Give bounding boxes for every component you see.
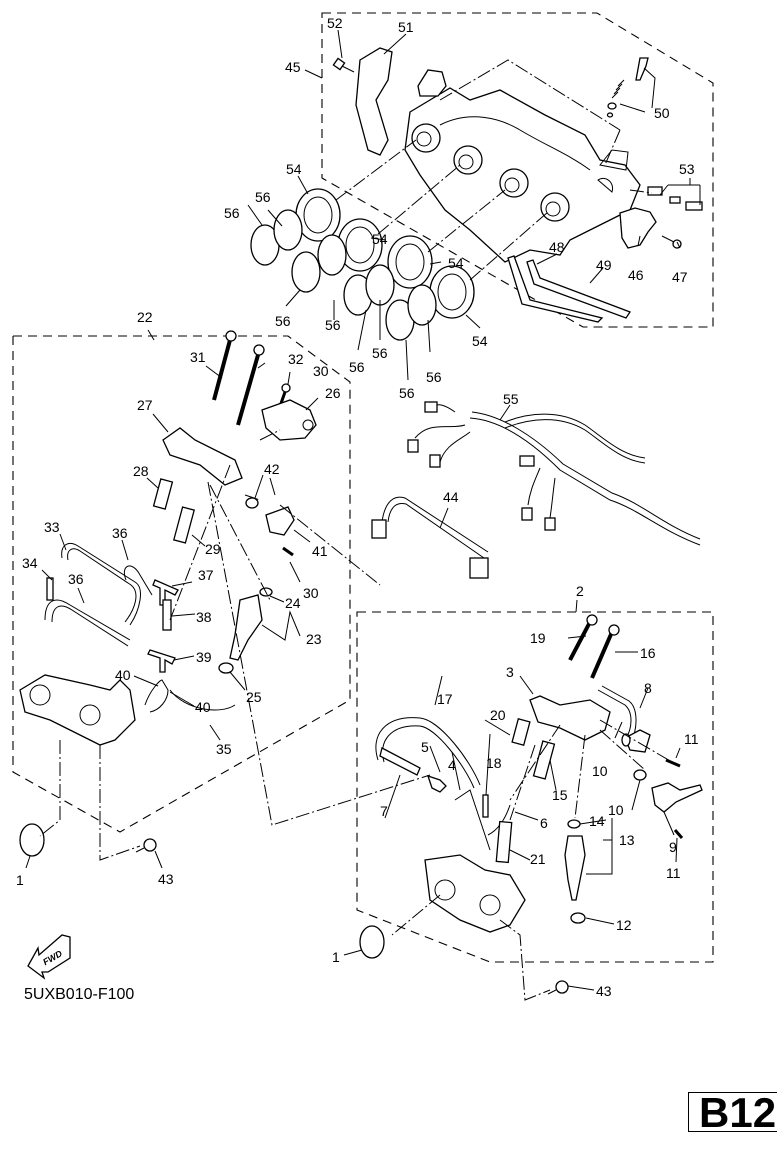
callout-1: 1: [16, 872, 24, 888]
callout-56: 56: [255, 189, 271, 205]
callout-54: 54: [472, 333, 488, 349]
callout-10: 10: [608, 802, 624, 818]
callout-53: 53: [679, 161, 695, 177]
callout-41: 41: [312, 543, 328, 559]
callout-labels: 52 51 45 50 53 46 47 48 49 54 54 54 54 5…: [16, 15, 699, 999]
callout-18: 18: [486, 755, 502, 771]
part-46-throttle-position-sensor: [619, 207, 657, 249]
callout-25: 25: [246, 689, 262, 705]
callout-52: 52: [327, 15, 343, 31]
callout-1: 1: [332, 949, 340, 965]
callout-43: 43: [596, 983, 612, 999]
callout-28: 28: [133, 463, 149, 479]
callout-30: 30: [303, 585, 319, 601]
callout-27: 27: [137, 397, 153, 413]
callout-38: 38: [196, 609, 212, 625]
callout-56: 56: [224, 205, 240, 221]
group-2-boundary: [356, 611, 714, 963]
part-47-screw: [661, 235, 682, 249]
callout-32: 32: [288, 351, 304, 367]
callout-56: 56: [275, 313, 291, 329]
callout-42: 42: [264, 461, 280, 477]
callout-16: 16: [640, 645, 656, 661]
part-53-spring-set: [647, 186, 703, 211]
callout-43: 43: [158, 871, 174, 887]
part-44-fuel-hose: [371, 496, 489, 579]
callout-3: 3: [506, 664, 514, 680]
callout-56: 56: [426, 369, 442, 385]
callout-4: 4: [448, 757, 456, 773]
group-22-boundary: [12, 335, 351, 833]
callout-21: 21: [530, 851, 546, 867]
callout-26: 26: [325, 385, 341, 401]
callout-48: 48: [549, 239, 565, 255]
callout-56: 56: [372, 345, 388, 361]
callout-23: 23: [306, 631, 322, 647]
callout-33: 33: [44, 519, 60, 535]
callout-13: 13: [619, 832, 635, 848]
part-52-bolt: [332, 57, 355, 73]
callout-49: 49: [596, 257, 612, 273]
callout-56: 56: [325, 317, 341, 333]
callout-30: 30: [313, 363, 329, 379]
part-48-hose: [507, 255, 604, 323]
callout-54: 54: [286, 161, 302, 177]
callout-44: 44: [443, 489, 459, 505]
callout-29: 29: [205, 541, 221, 557]
callout-36: 36: [112, 525, 128, 541]
fwd-arrow-icon: FWD: [27, 934, 71, 980]
page-badge: B12: [688, 1089, 777, 1136]
group-2-parts: [359, 614, 703, 995]
callout-19: 19: [530, 630, 546, 646]
callout-20: 20: [490, 707, 506, 723]
part-56-clamp-set: [250, 209, 437, 341]
callout-56: 56: [349, 359, 365, 375]
leader-lines: [25, 29, 701, 991]
callout-12: 12: [616, 917, 632, 933]
callout-54: 54: [448, 255, 464, 271]
callout-15: 15: [552, 787, 568, 803]
part-49-hose: [526, 259, 631, 319]
part-50-screw-set: [606, 57, 649, 118]
callout-5: 5: [421, 739, 429, 755]
callout-9: 9: [669, 839, 677, 855]
assembly-lines: [39, 59, 673, 1001]
group-22-parts: [19, 330, 317, 857]
callout-47: 47: [672, 269, 688, 285]
group-45-boundary: [321, 12, 714, 328]
callout-34: 34: [22, 555, 38, 571]
page-badge-text: B12: [699, 1089, 777, 1136]
callout-6: 6: [540, 815, 548, 831]
callout-50: 50: [654, 105, 670, 121]
callout-37: 37: [198, 567, 214, 583]
callout-55: 55: [503, 391, 519, 407]
part-51-bracket: [355, 47, 393, 156]
diagram-code: 5UXB010-F100: [24, 986, 135, 1003]
callout-40: 40: [115, 667, 131, 683]
callout-31: 31: [190, 349, 206, 365]
throttle-body-assembly: [404, 69, 641, 263]
callout-39: 39: [196, 649, 212, 665]
callout-40: 40: [195, 699, 211, 715]
callout-11: 11: [666, 865, 681, 881]
callout-45: 45: [285, 59, 301, 75]
callout-7: 7: [380, 803, 388, 819]
callout-22: 22: [137, 309, 153, 325]
callout-35: 35: [216, 741, 232, 757]
callout-11: 11: [684, 731, 699, 747]
callout-8: 8: [644, 680, 652, 696]
callout-46: 46: [628, 267, 644, 283]
callout-10: 10: [592, 763, 608, 779]
callout-54: 54: [372, 231, 388, 247]
part-54-joint-set: [295, 188, 475, 319]
callout-56: 56: [399, 385, 415, 401]
callout-24: 24: [285, 595, 301, 611]
callout-51: 51: [398, 19, 414, 35]
callout-2: 2: [576, 583, 584, 599]
part-55-wire-harness: [407, 401, 701, 546]
callout-17: 17: [437, 691, 453, 707]
callout-14: 14: [589, 813, 605, 829]
callout-36: 36: [68, 571, 84, 587]
